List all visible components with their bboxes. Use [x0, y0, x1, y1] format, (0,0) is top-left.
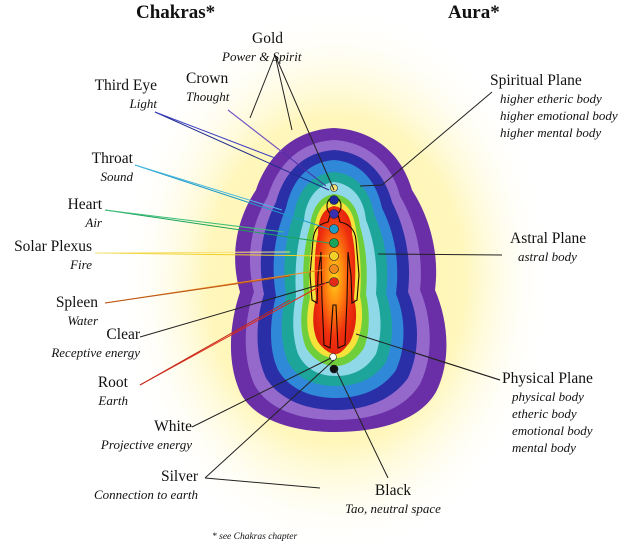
line-white	[191, 357, 332, 428]
dot-crown	[329, 195, 339, 205]
spiritual-plane-name: Spiritual Plane	[490, 72, 582, 89]
dot-throat	[329, 224, 339, 234]
spiritual-body-3: higher mental body	[500, 125, 602, 140]
white-desc: Projective energy	[100, 437, 192, 452]
heart-name: Heart	[67, 196, 102, 213]
dot-third-eye	[329, 209, 339, 219]
line-root-2	[139, 299, 291, 386]
spiritual-body-2: higher emotional body	[500, 108, 618, 123]
heart-desc: Air	[85, 215, 102, 230]
throat-desc: Sound	[100, 169, 134, 184]
line-clear	[139, 281, 330, 338]
silver-desc: Connection to earth	[94, 487, 198, 502]
chakra-dots	[329, 184, 339, 374]
label-clear: Clear Receptive energy	[51, 326, 140, 361]
physical-body-1: physical body	[512, 389, 584, 404]
physical-plane-name: Physical Plane	[502, 370, 593, 387]
label-physical-plane: Physical Plane physical body etheric bod…	[502, 370, 593, 456]
leader-lines	[94, 54, 503, 489]
line-solar-2	[94, 251, 291, 254]
line-gold-b	[274, 54, 293, 131]
label-silver: Silver Connection to earth	[94, 468, 198, 503]
line-physical-b	[411, 351, 501, 381]
third-eye-name: Third Eye	[94, 77, 157, 94]
aura-heading: Aura*	[448, 2, 500, 23]
line-third-eye-2	[154, 111, 276, 159]
line-silver-a	[204, 359, 335, 479]
label-throat: Throat Sound	[92, 150, 133, 185]
gold-desc: Power & Spirit	[222, 49, 302, 64]
clear-desc: Receptive energy	[51, 345, 140, 360]
spiritual-body-1: higher etheric body	[500, 91, 602, 106]
dot-spleen	[329, 264, 339, 274]
gold-name: Gold	[252, 30, 283, 47]
physical-body-2: etheric body	[512, 406, 577, 421]
line-crown-2	[227, 109, 283, 153]
spleen-desc: Water	[67, 313, 98, 328]
black-name: Black	[374, 482, 412, 499]
footnote: * see Chakras chapter	[212, 532, 298, 542]
astral-plane-name: Astral Plane	[510, 230, 587, 247]
line-solar	[94, 252, 330, 257]
crown-name: Crown	[186, 70, 229, 87]
third-eye-desc: Light	[129, 96, 157, 111]
line-gold-a	[274, 54, 335, 191]
line-silver-b	[204, 477, 321, 489]
label-gold: Gold Power & Spirit	[222, 30, 301, 65]
throat-name: Throat	[91, 150, 133, 167]
label-astral-plane: Astral Plane astral body	[510, 230, 586, 265]
spleen-name: Spleen	[55, 294, 98, 311]
line-astral	[377, 253, 503, 256]
label-crown: Crown Thought	[186, 70, 229, 105]
line-heart-2	[104, 209, 285, 233]
label-third-eye: Third Eye Light	[95, 77, 157, 112]
astral-body-1: astral body	[518, 249, 577, 264]
label-spleen: Spleen Water	[56, 294, 98, 329]
dot-white	[329, 353, 337, 361]
line-black	[335, 369, 389, 479]
physical-body-4: mental body	[512, 440, 576, 455]
root-name: Root	[97, 374, 128, 391]
silver-name: Silver	[160, 468, 198, 485]
dot-heart	[329, 238, 339, 248]
label-solar-plexus: Solar Plexus Fire	[14, 238, 92, 273]
crown-desc: Thought	[186, 89, 230, 104]
chakras-heading: Chakras*	[136, 2, 216, 23]
dot-solar-plexus	[329, 251, 339, 261]
label-black: Black Tao, neutral space	[300, 482, 486, 517]
label-heart: Heart Air	[68, 196, 102, 231]
label-root: Root Earth	[98, 374, 128, 409]
line-spleen-2	[104, 275, 291, 304]
dot-root	[329, 277, 339, 287]
line-third-eye	[154, 111, 330, 191]
black-desc: Tao, neutral space	[345, 501, 441, 516]
clear-name: Clear	[106, 326, 140, 343]
line-throat	[134, 164, 330, 230]
physical-body-3: emotional body	[512, 423, 593, 438]
line-spiritual	[359, 91, 493, 187]
label-white: White Projective energy	[101, 418, 192, 453]
label-spiritual-plane: Spiritual Plane higher etheric body high…	[490, 72, 618, 141]
line-heart	[104, 209, 330, 244]
solar-plexus-desc: Fire	[70, 257, 92, 272]
line-gold-c	[249, 54, 276, 119]
solar-plexus-name: Solar Plexus	[14, 238, 92, 255]
root-desc: Earth	[98, 393, 128, 408]
line-throat-2	[134, 164, 283, 211]
white-name: White	[154, 418, 192, 435]
